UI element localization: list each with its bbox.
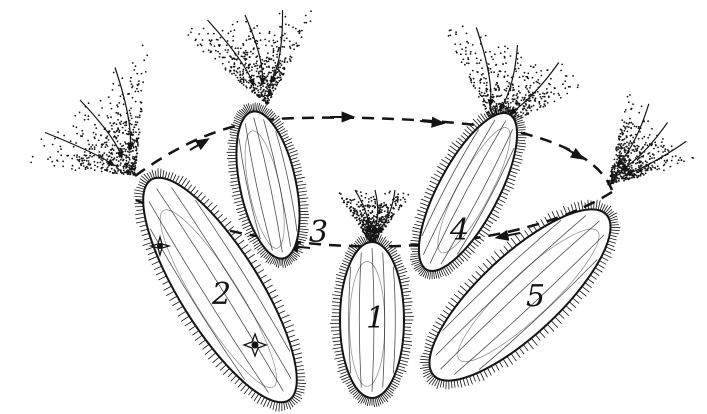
path-arrow: [420, 121, 440, 123]
label-cell-4: 4: [449, 213, 469, 248]
label-cell-3: 3: [309, 215, 328, 250]
flow-arrow: [476, 28, 491, 105]
path-arrow: [565, 148, 580, 157]
stipple-fan: [607, 94, 694, 186]
label-cell-5: 5: [526, 279, 545, 314]
stipple-fan: [30, 45, 148, 176]
stipple-fan: [187, 10, 311, 105]
label-cell-2: 2: [211, 277, 231, 312]
path-arrow: [500, 233, 520, 237]
flow-arrow: [80, 100, 121, 156]
flow-arrow: [511, 63, 559, 114]
ciliate-cells: [104, 88, 647, 414]
swimming-path-upper: [135, 118, 612, 190]
label-cell-1: 1: [366, 301, 385, 336]
